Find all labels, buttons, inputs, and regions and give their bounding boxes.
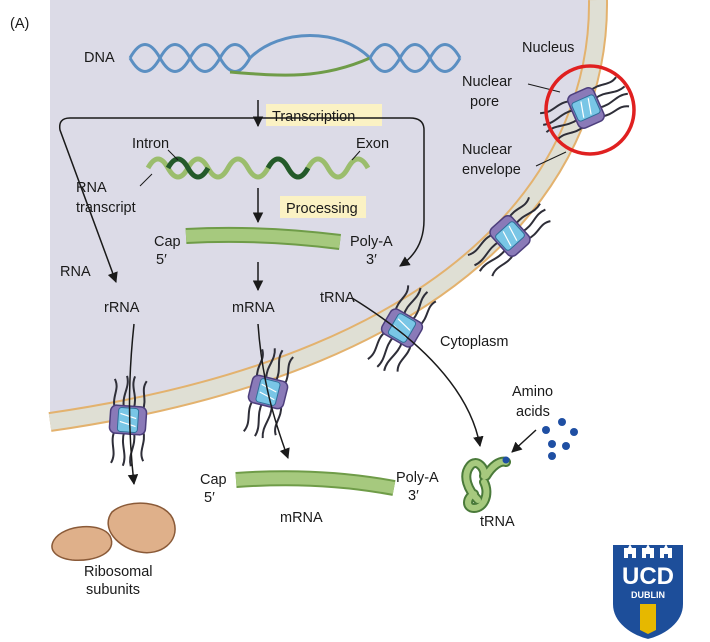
mrna-nucleus-label: mRNA [232,300,275,316]
arrow-amino-to-trna [511,429,537,453]
trna-nucleus-label: tRNA [320,290,355,306]
rna-label: RNA [60,264,91,280]
dna-strands [128,34,462,77]
mrna-cytoplasm-label: mRNA [280,510,323,526]
arrow-rrna-export [127,323,139,486]
arrow-to-trna [258,117,425,267]
nuclear-envelope-label-1: Nuclear [462,142,512,158]
pore-highlight-circle [544,64,636,156]
polya-label-bottom: Poly-A [396,470,439,486]
dna-label: DNA [84,50,115,66]
transcription-box [266,104,382,126]
nuclear-pore-label-2: pore [470,94,499,110]
rna-transcript-label-2: transcript [76,200,136,216]
three-prime-top: 3′ [366,252,377,268]
amino-acid-dots [542,418,578,460]
nuclear-envelope-label-2: envelope [462,162,521,178]
arrow-to-rrna [58,117,258,283]
processing-label: Processing [286,201,358,217]
rna-transcript-wave [145,156,371,180]
amino-acids-label-1: Amino [512,384,553,400]
ribosomal-label-2: subunits [86,582,140,598]
cap-label-bottom: Cap [200,472,227,488]
trna-cytoplasm-label: tRNA [480,514,515,530]
nuclear-pore-label-1: Nuclear [462,74,512,90]
arrow-mrna-export [257,323,290,459]
cytoplasm-label: Cytoplasm [440,334,509,350]
ucd-logo: UCD DUBLIN [611,543,685,642]
ucd-logo-subtext: DUBLIN [631,590,665,600]
exon-label: Exon [356,136,389,152]
ribosomal-subunit-small [51,525,113,561]
nucleus-label: Nucleus [522,40,574,56]
five-prime-top: 5′ [156,252,167,268]
ribosomal-label-1: Ribosomal [84,564,153,580]
intron-label: Intron [132,136,169,152]
transcription-label: Transcription [272,109,355,125]
five-prime-bottom: 5′ [204,490,215,506]
arrow-trna-export [351,297,484,448]
three-prime-bottom: 3′ [408,488,419,504]
polya-label-top: Poly-A [350,234,393,250]
panel-label: (A) [10,16,29,32]
rrna-label: rRNA [104,300,140,316]
rna-transcript-label-1: RNA [76,180,107,196]
trna-molecule [461,456,511,514]
processing-box [280,196,366,218]
cap-label-top: Cap [154,234,181,250]
amino-acids-label-2: acids [516,404,550,420]
ribosomal-subunit-large [107,502,176,554]
ucd-logo-text: UCD [622,563,674,590]
